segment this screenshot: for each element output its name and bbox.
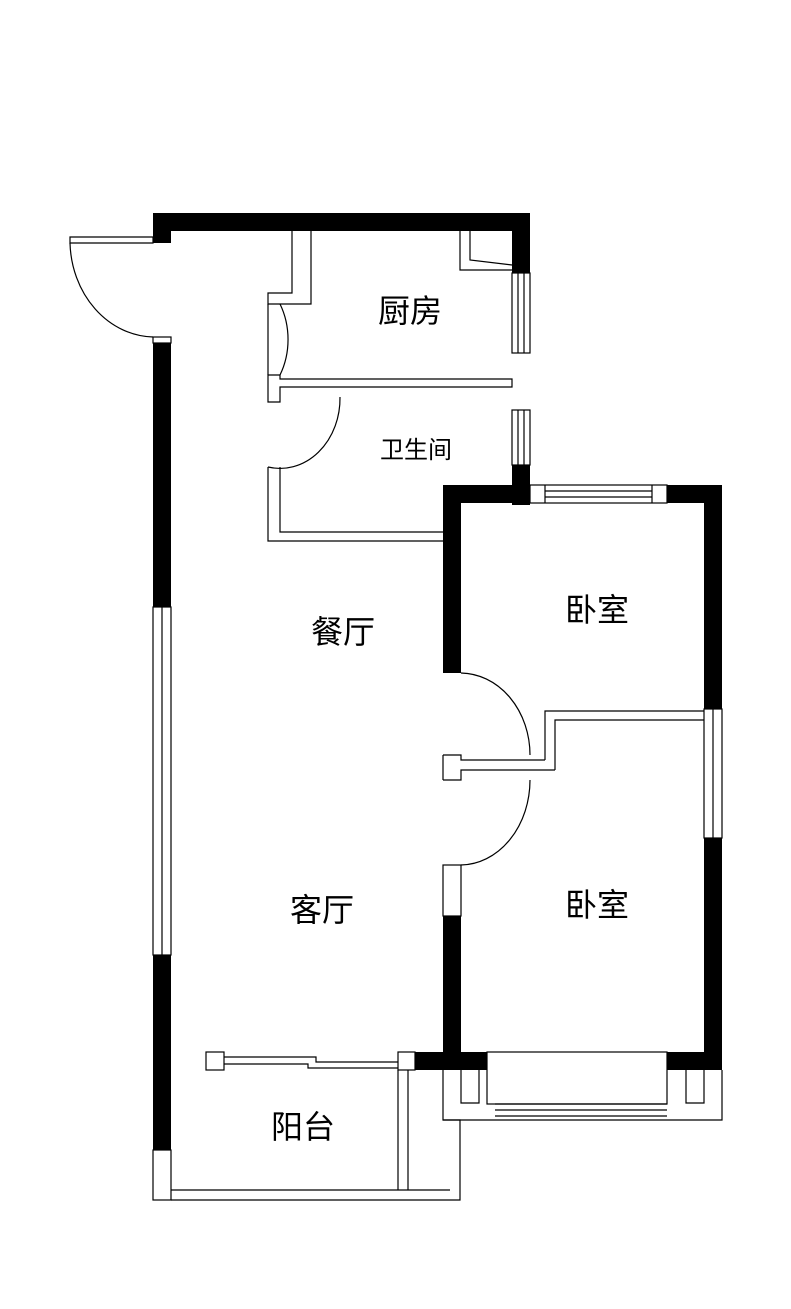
- bath-left-inner: [279, 467, 443, 533]
- bedroom-upper-door-swing: [460, 672, 531, 756]
- wall-top-left-stub: [153, 213, 171, 243]
- wall-bedroom-left-upper: [443, 485, 461, 673]
- window-kitchen: [511, 272, 531, 354]
- wall-left-upper: [153, 342, 171, 607]
- balcony-pillar-left: [205, 1051, 225, 1071]
- room-label-dining-room: 餐厅: [311, 613, 375, 651]
- structural-walls: [153, 213, 722, 1150]
- entrance-door-jamb: [152, 336, 172, 344]
- balcony-sliding-door: [224, 1056, 398, 1069]
- kitchen-left-partition: [267, 231, 312, 305]
- window-living-right: [442, 864, 462, 917]
- bay-window-glass: [486, 1051, 668, 1105]
- kitchen-bath-divider: [267, 374, 513, 403]
- wall-bottom-right: [667, 1052, 722, 1070]
- wall-bottom-left: [415, 1052, 487, 1070]
- wall-bedroom-right-upper: [704, 485, 722, 709]
- partition-walls: [267, 231, 704, 781]
- window-bathroom: [511, 409, 531, 466]
- room-label-living-room: 客厅: [290, 891, 354, 929]
- balcony-outline: [171, 1119, 461, 1201]
- bath-left-partition: [267, 467, 443, 542]
- wall-bedroom-left-lower: [443, 916, 461, 1070]
- wall-bedroom-right-lower: [704, 838, 722, 1070]
- bay-window-inner: [460, 1070, 705, 1104]
- entrance-door-leaf: [69, 236, 154, 244]
- wall-bedroom-top-left: [443, 485, 530, 503]
- room-labels: 厨房 卫生间 餐厅 客厅 卧室 卧室 阳台: [271, 292, 629, 1146]
- window-balcony-left: [152, 1149, 172, 1201]
- room-label-bathroom: 卫生间: [380, 436, 452, 464]
- room-label-bedroom-lower: 卧室: [565, 886, 629, 924]
- wall-left-lower: [153, 955, 171, 1150]
- balcony-structure: [171, 1051, 461, 1201]
- room-label-bedroom-upper: 卧室: [565, 591, 629, 629]
- balcony-pillar-right: [397, 1051, 416, 1071]
- bedroom-lower-door-swing: [460, 779, 531, 866]
- entrance-door-swing: [69, 242, 154, 338]
- room-label-balcony: 阳台: [271, 1108, 335, 1146]
- doors: [69, 236, 531, 866]
- bedroom-divider-inner: [554, 719, 704, 770]
- kitchen-corner-fixture: [459, 231, 513, 271]
- wall-top: [153, 213, 530, 231]
- bathroom-door-swing: [267, 396, 341, 470]
- wall-top-right: [512, 213, 530, 273]
- window-bedroom-top: [529, 484, 668, 504]
- windows: [152, 272, 723, 1201]
- bay-window: [442, 1070, 723, 1121]
- room-label-kitchen: 厨房: [378, 292, 442, 330]
- bedroom-divider: [544, 710, 704, 760]
- kitchen-door-swing: [279, 303, 289, 376]
- bedroom-door-jamb: [442, 754, 555, 781]
